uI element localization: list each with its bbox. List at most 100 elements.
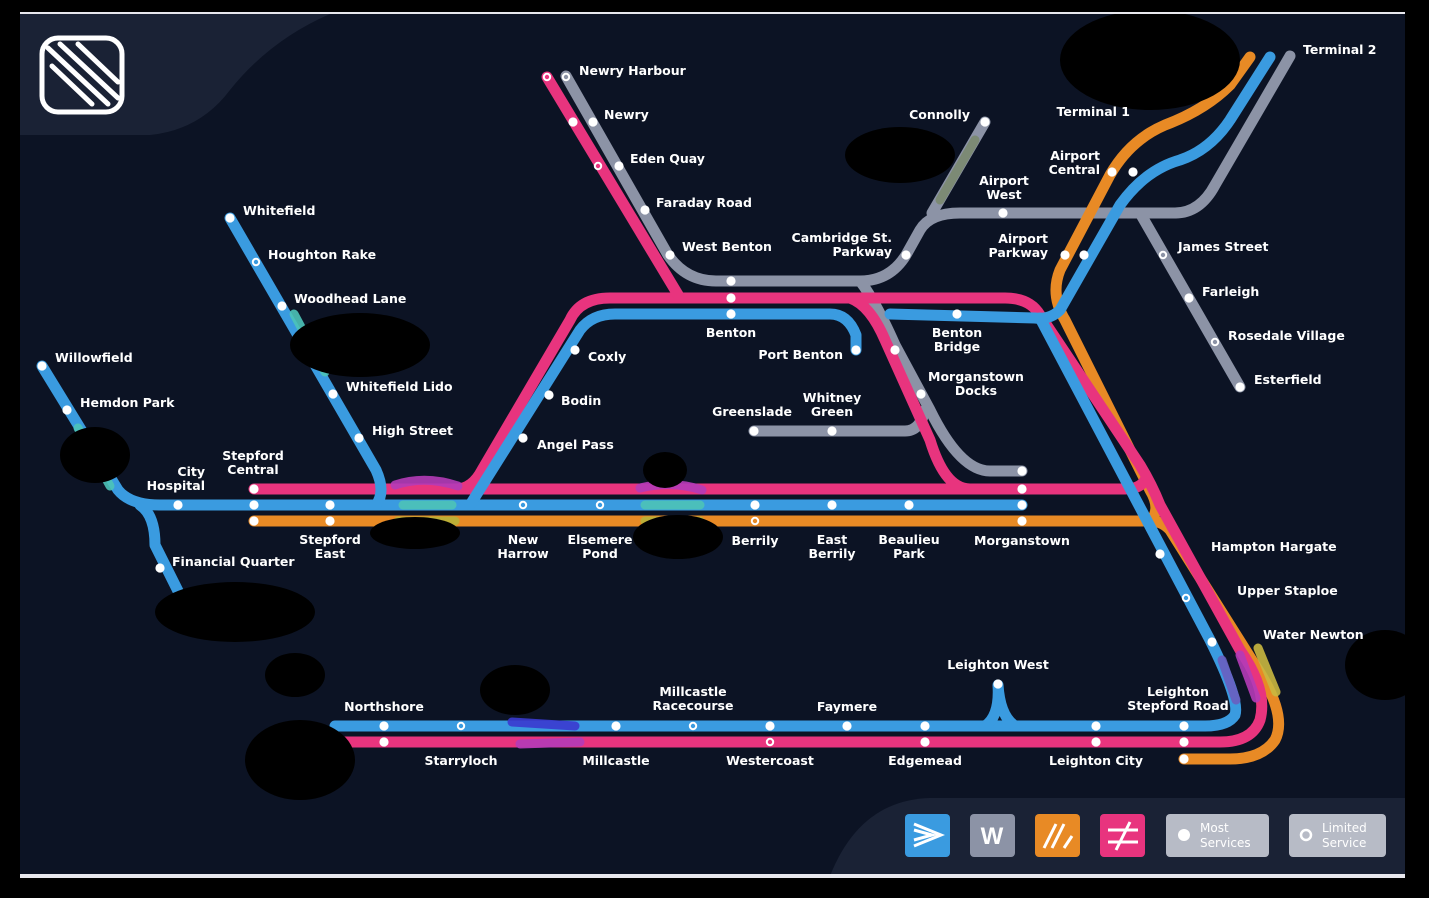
station-dot[interactable] — [1091, 721, 1101, 731]
grey-w-operator-icon[interactable]: W — [970, 814, 1015, 857]
station-dot[interactable] — [325, 500, 335, 510]
station-label-faymere: Faymere — [817, 699, 877, 714]
station-dot[interactable] — [1017, 516, 1027, 526]
station-dot[interactable] — [1181, 593, 1191, 603]
station-dot[interactable] — [993, 679, 1003, 689]
station-label-west-benton: West Benton — [682, 239, 772, 254]
station-dot[interactable] — [518, 433, 528, 443]
station-dot[interactable] — [561, 72, 571, 82]
station-label-financial-quarter: Financial Quarter — [172, 554, 295, 569]
station-label-berrily: Berrily — [731, 533, 778, 548]
station-dot[interactable] — [1179, 737, 1189, 747]
interchange-marker — [1253, 643, 1281, 697]
interchange-marker — [1235, 650, 1261, 703]
station-dot[interactable] — [1184, 293, 1194, 303]
station-dot[interactable] — [916, 389, 926, 399]
station-dot[interactable] — [37, 361, 47, 371]
orange-airline-operator-icon[interactable] — [1035, 814, 1080, 857]
station-dot[interactable] — [640, 205, 650, 215]
station-label-eden-quay: Eden Quay — [630, 151, 705, 166]
station-dot[interactable] — [904, 500, 914, 510]
station-dot[interactable] — [1017, 500, 1027, 510]
station-dot[interactable] — [570, 345, 580, 355]
station-dot[interactable] — [325, 516, 335, 526]
station-dot[interactable] — [749, 426, 759, 436]
interchange-marker — [1217, 655, 1241, 705]
station-dot[interactable] — [980, 117, 990, 127]
station-dot[interactable] — [62, 405, 72, 415]
station-label-upper-staploe: Upper Staploe — [1237, 583, 1338, 598]
station-dot[interactable] — [750, 516, 760, 526]
station-dot[interactable] — [901, 250, 911, 260]
station-dot[interactable] — [249, 500, 259, 510]
station-dot[interactable] — [1079, 250, 1089, 260]
station-dot[interactable] — [588, 117, 598, 127]
station-dot[interactable] — [842, 721, 852, 731]
station-dot[interactable] — [765, 721, 775, 731]
station-dot[interactable] — [1235, 382, 1245, 392]
station-dot[interactable] — [379, 737, 389, 747]
logo-icon[interactable] — [39, 35, 125, 115]
station-dot[interactable] — [1158, 250, 1168, 260]
station-dot[interactable] — [225, 213, 235, 223]
station-dot[interactable] — [1107, 167, 1117, 177]
station-dot[interactable] — [1091, 737, 1101, 747]
station-dot[interactable] — [542, 72, 552, 82]
station-label-northshore: Northshore — [344, 699, 424, 714]
station-label-edgemead: Edgemead — [888, 753, 962, 768]
station-dot[interactable] — [277, 301, 287, 311]
station-dot[interactable] — [920, 721, 930, 731]
station-dot[interactable] — [614, 161, 624, 171]
station-label-bodin: Bodin — [561, 393, 601, 408]
station-dot[interactable] — [1017, 484, 1027, 494]
station-dot[interactable] — [568, 117, 578, 127]
station-dot[interactable] — [1128, 167, 1138, 177]
station-dot[interactable] — [379, 721, 389, 731]
station-dot[interactable] — [593, 161, 603, 171]
station-dot[interactable] — [328, 389, 338, 399]
station-dot[interactable] — [1207, 637, 1217, 647]
station-dot[interactable] — [249, 484, 259, 494]
most-services-line2: Services — [1200, 836, 1251, 850]
station-dot[interactable] — [1017, 466, 1027, 476]
station-dot[interactable] — [750, 500, 760, 510]
station-dot[interactable] — [920, 737, 930, 747]
station-dot[interactable] — [1155, 549, 1165, 559]
station-dot[interactable] — [1179, 754, 1189, 764]
blue-arrow-operator-icon[interactable] — [905, 814, 950, 857]
station-dot[interactable] — [544, 390, 554, 400]
station-dot[interactable] — [890, 345, 900, 355]
station-dot[interactable] — [611, 721, 621, 731]
station-dot[interactable] — [765, 737, 775, 747]
station-dot[interactable] — [726, 309, 736, 319]
pink-rail-operator-icon[interactable] — [1100, 814, 1145, 857]
station-dot[interactable] — [827, 426, 837, 436]
station-dot[interactable] — [827, 500, 837, 510]
station-label-whitefield: Whitefield — [243, 203, 315, 218]
station-dot[interactable] — [456, 721, 466, 731]
station-dot[interactable] — [249, 516, 259, 526]
station-dot[interactable] — [155, 563, 165, 573]
station-dot[interactable] — [688, 721, 698, 731]
station-dot[interactable] — [952, 309, 962, 319]
station-dot[interactable] — [998, 208, 1008, 218]
station-dot[interactable] — [851, 345, 861, 355]
station-dot[interactable] — [726, 276, 736, 286]
station-dot[interactable] — [595, 500, 605, 510]
station-dot[interactable] — [1210, 337, 1220, 347]
station-dots — [37, 72, 1245, 764]
station-dot[interactable] — [354, 433, 364, 443]
station-dot[interactable] — [1060, 250, 1070, 260]
station-dot[interactable] — [251, 257, 261, 267]
station-dot[interactable] — [1179, 721, 1189, 731]
station-dot[interactable] — [726, 293, 736, 303]
grey-line-newry — [560, 70, 1181, 287]
station-dot[interactable] — [518, 500, 528, 510]
station-dot[interactable] — [173, 500, 183, 510]
station-dot[interactable] — [665, 250, 675, 260]
